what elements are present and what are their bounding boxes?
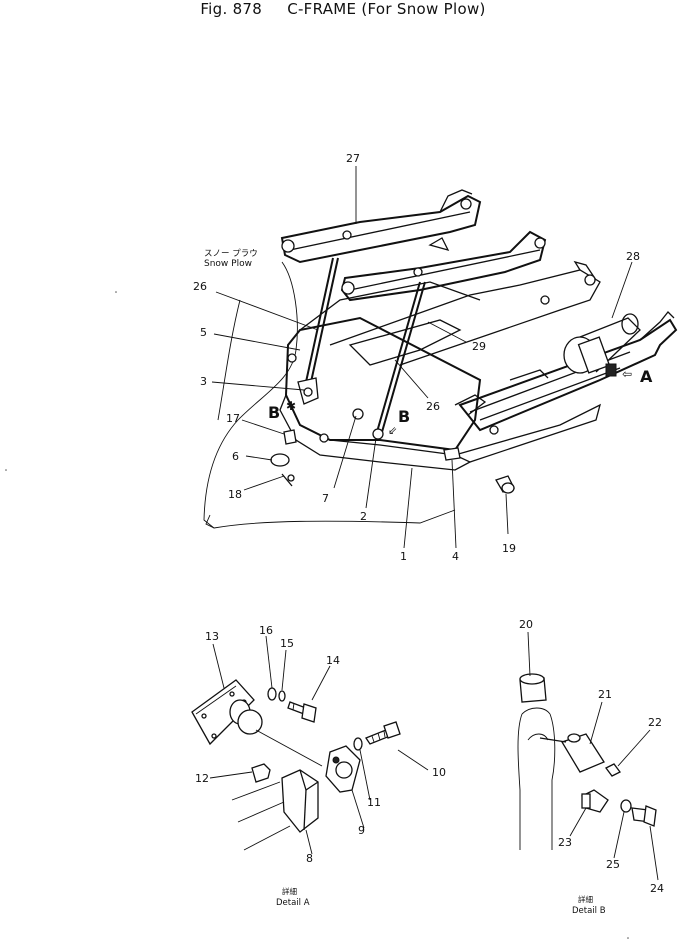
c-frame-assembly	[203, 189, 678, 529]
view-marker-a: A	[640, 367, 653, 386]
callout-19: 19	[502, 542, 516, 555]
arrow-icon: ⇦	[622, 367, 632, 381]
callout-26-right: 26	[426, 400, 440, 413]
detail-b-leaders	[527, 631, 659, 881]
detail-b-label: Detail B	[572, 906, 606, 916]
callout-2: 2	[360, 510, 367, 523]
clamp-block	[281, 769, 319, 833]
callout-23: 23	[558, 836, 572, 849]
callout-21: 21	[598, 688, 612, 701]
detail-a-label-jp: 詳細	[282, 886, 297, 896]
brace-rod-right	[376, 281, 421, 433]
callout-28: 28	[626, 250, 640, 263]
callout-13: 13	[205, 630, 219, 643]
view-marker-b-left: B	[268, 403, 280, 422]
callout-20: 20	[519, 618, 533, 631]
callout-5: 5	[200, 326, 207, 339]
callout-25: 25	[606, 858, 620, 871]
callout-14: 14	[326, 654, 340, 667]
detail-a-label: Detail A	[276, 898, 310, 908]
arrow-icon: ⇙	[388, 424, 397, 437]
callout-3: 3	[200, 375, 207, 388]
leader-lines	[211, 166, 633, 549]
lower-link-bar	[340, 230, 547, 302]
callout-7: 7	[322, 492, 329, 505]
callout-24: 24	[650, 882, 664, 895]
callout-4: 4	[452, 550, 459, 563]
c-frame-right-arm	[458, 318, 678, 432]
callout-22: 22	[648, 716, 662, 729]
figure-title: Fig. 878 C-FRAME (For Snow Plow)	[0, 0, 686, 18]
callout-15: 15	[280, 637, 294, 650]
callout-17: 17	[226, 412, 240, 425]
figure-name: C-FRAME (For Snow Plow)	[287, 0, 486, 18]
snow-plow-label: Snow Plow	[204, 259, 252, 269]
detail-a-leaders	[209, 635, 429, 855]
callout-27: 27	[346, 152, 360, 165]
callout-12: 12	[195, 772, 209, 785]
detail-b-label-jp: 詳細	[578, 894, 593, 904]
view-marker-b-right: B	[398, 407, 410, 426]
detail-b-drawing	[517, 673, 657, 850]
upper-link-bar	[280, 194, 482, 264]
callout-11: 11	[367, 796, 381, 809]
callout-1: 1	[400, 550, 407, 563]
callout-16: 16	[259, 624, 273, 637]
callouts-detail-b: 20 21 22 23 25 24	[519, 618, 664, 895]
arrow-icon: ✱	[286, 399, 296, 413]
callout-6: 6	[232, 450, 239, 463]
callouts-main: 27 26 5 3 17 6 18 7 2 1 4 19 29 26 28	[193, 152, 640, 563]
callout-10: 10	[432, 766, 446, 779]
callout-26-left: 26	[193, 280, 207, 293]
figure-number: Fig. 878	[200, 0, 263, 18]
callouts-detail-a: 13 16 15 14 10 11 9 8 12	[195, 624, 446, 865]
mounting-plate	[191, 679, 255, 746]
callout-8: 8	[306, 852, 313, 865]
brace-rod-left	[305, 257, 334, 383]
callout-9: 9	[358, 824, 365, 837]
callout-18: 18	[228, 488, 242, 501]
callout-29: 29	[472, 340, 486, 353]
snow-plow-label-jp: スノー プラウ	[204, 249, 258, 259]
detail-a-drawing	[191, 679, 401, 851]
